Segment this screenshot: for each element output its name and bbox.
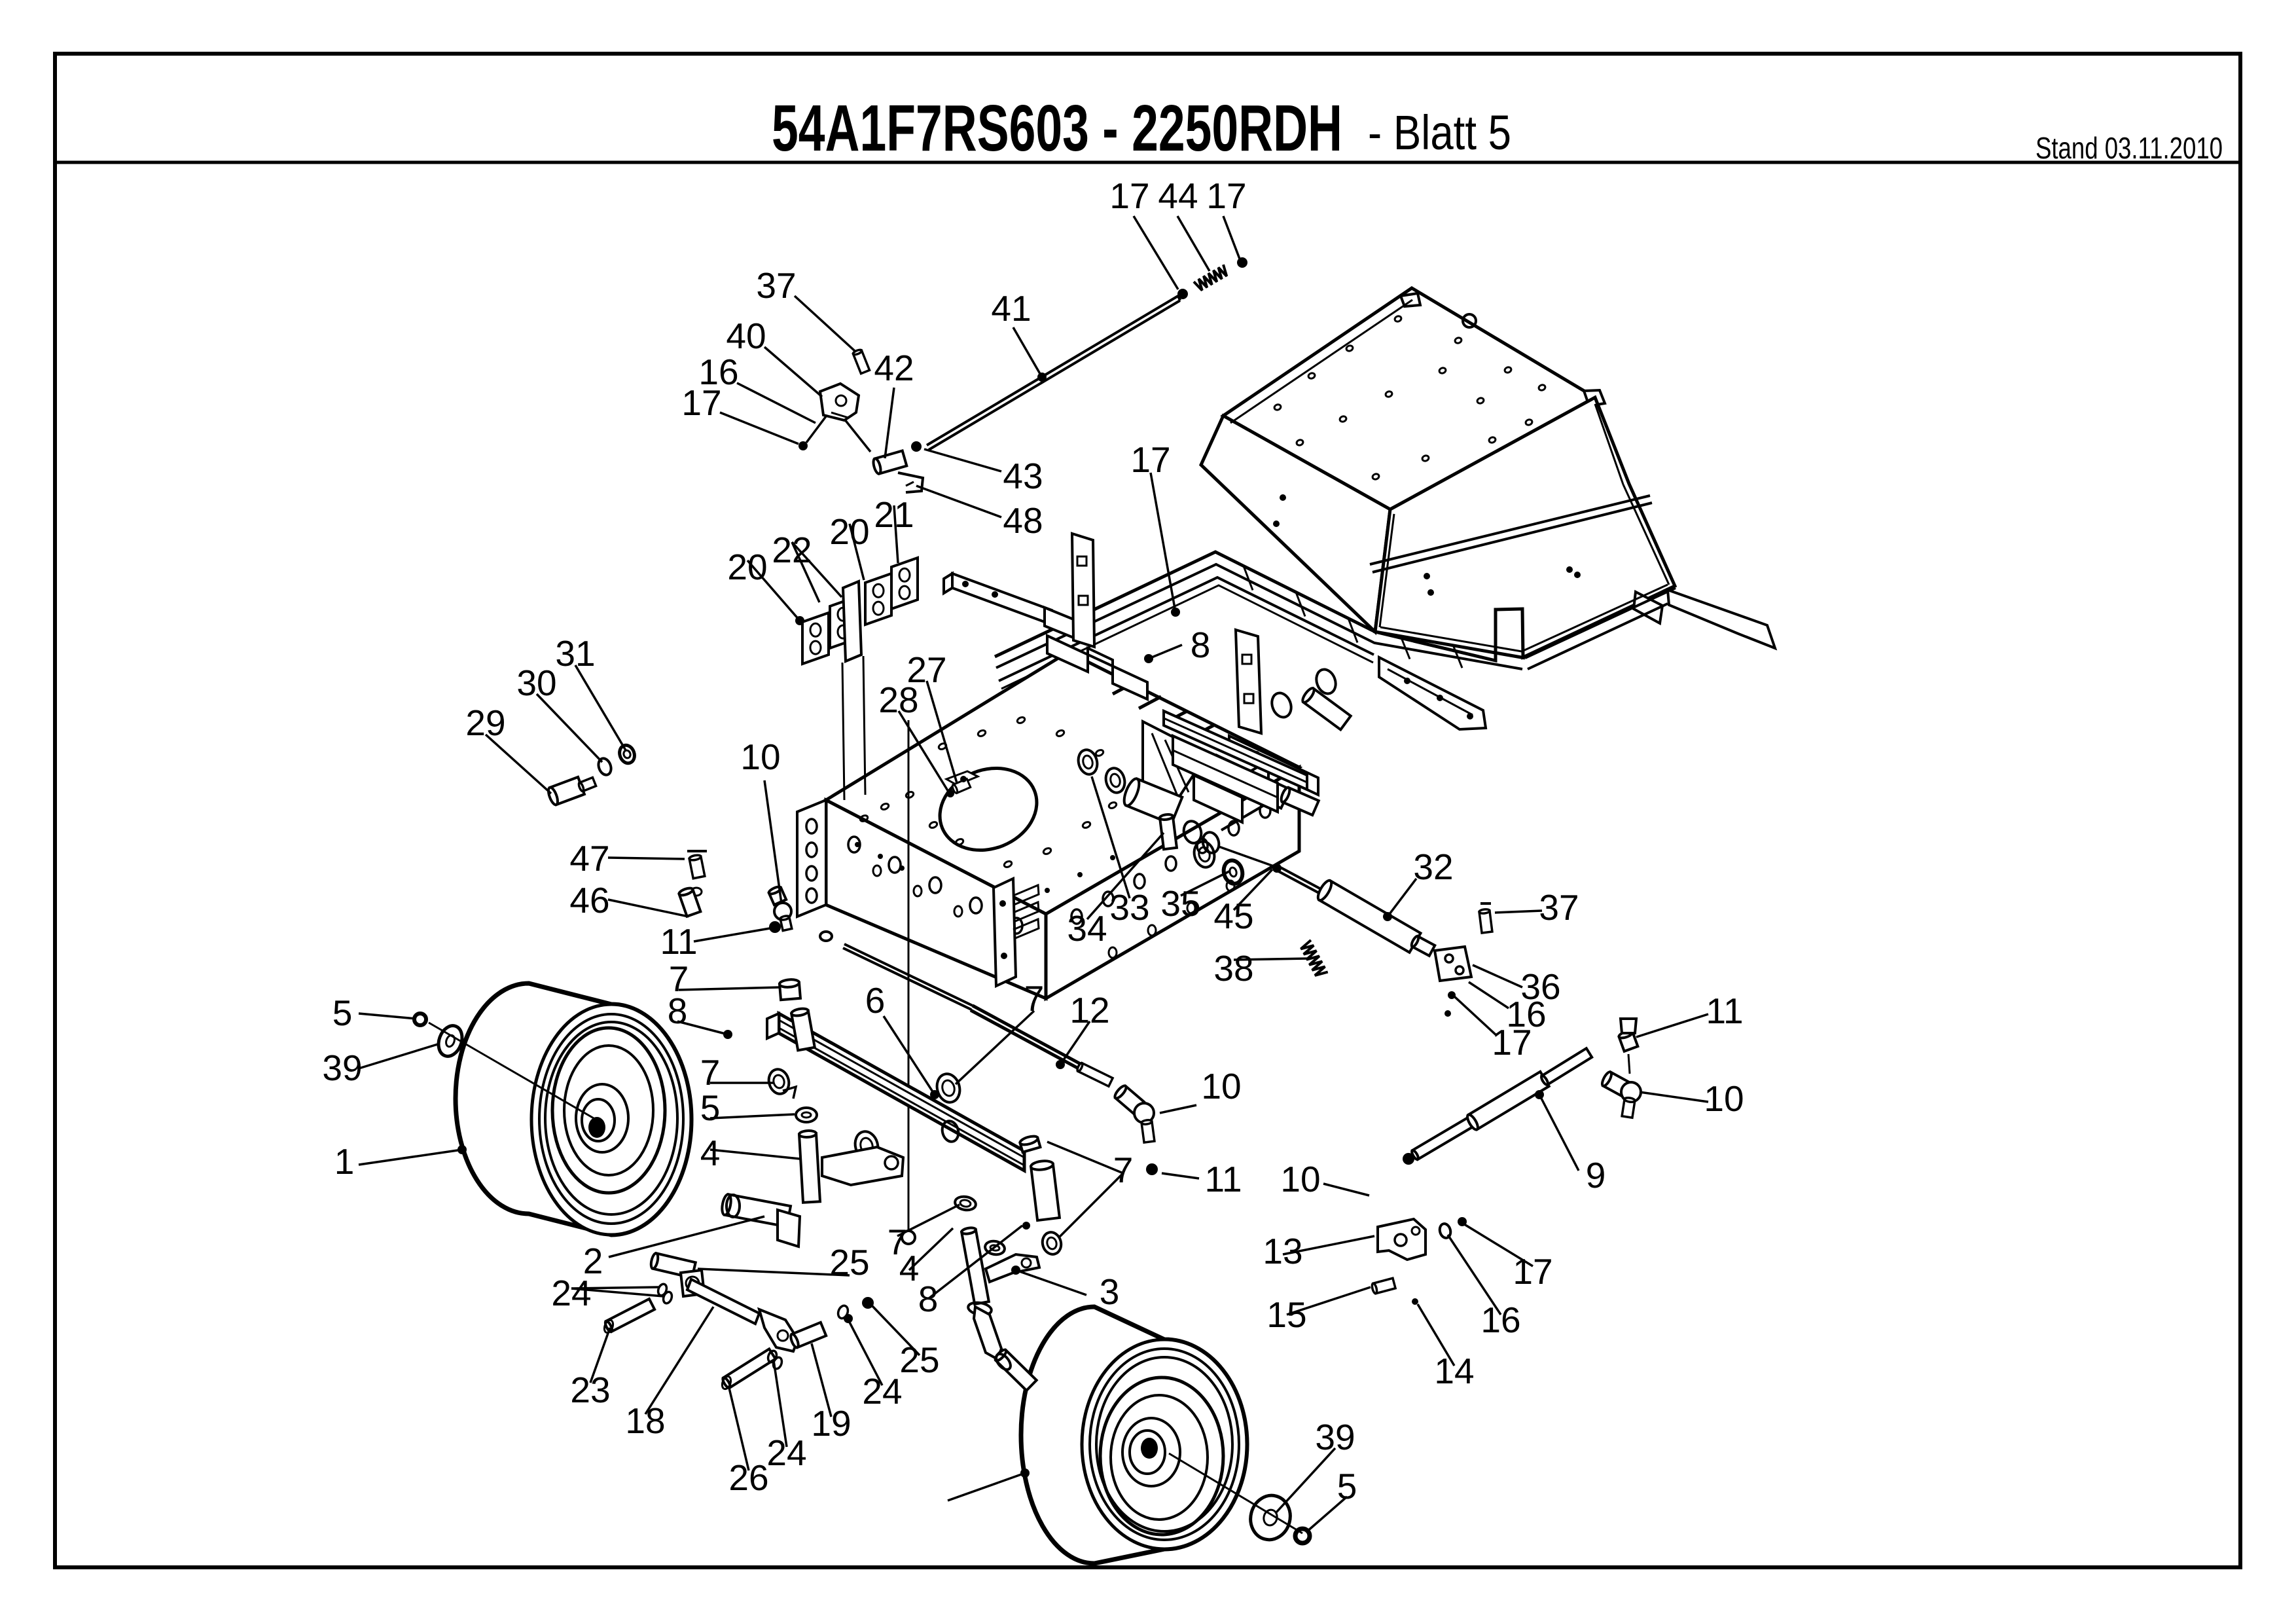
svg-text:39: 39 bbox=[1315, 1417, 1355, 1457]
svg-text:7: 7 bbox=[1113, 1150, 1134, 1190]
svg-text:16: 16 bbox=[698, 352, 738, 392]
svg-text:- Blatt 5: - Blatt 5 bbox=[1368, 105, 1511, 160]
svg-text:8: 8 bbox=[668, 991, 688, 1031]
svg-text:8: 8 bbox=[1191, 625, 1211, 665]
svg-text:27: 27 bbox=[906, 649, 946, 690]
svg-text:10: 10 bbox=[1704, 1078, 1744, 1119]
svg-text:23: 23 bbox=[570, 1370, 610, 1410]
svg-text:38: 38 bbox=[1213, 948, 1253, 989]
svg-text:11: 11 bbox=[660, 921, 697, 962]
svg-text:28: 28 bbox=[878, 680, 918, 720]
svg-text:7: 7 bbox=[700, 1052, 721, 1093]
svg-text:24: 24 bbox=[551, 1273, 591, 1313]
svg-text:34: 34 bbox=[1067, 908, 1107, 949]
svg-text:42: 42 bbox=[874, 348, 914, 388]
svg-text:48: 48 bbox=[1003, 500, 1043, 541]
svg-text:24: 24 bbox=[862, 1371, 902, 1412]
svg-text:17: 17 bbox=[1109, 175, 1149, 216]
svg-text:8: 8 bbox=[918, 1279, 939, 1319]
svg-text:39: 39 bbox=[322, 1048, 362, 1088]
svg-text:9: 9 bbox=[1586, 1155, 1606, 1195]
svg-text:14: 14 bbox=[1434, 1351, 1474, 1391]
svg-text:46: 46 bbox=[569, 880, 609, 921]
svg-text:3: 3 bbox=[1100, 1271, 1120, 1312]
svg-text:35: 35 bbox=[1160, 883, 1200, 924]
svg-text:32: 32 bbox=[1413, 847, 1453, 887]
svg-text:17: 17 bbox=[1492, 1022, 1532, 1063]
svg-text:17: 17 bbox=[681, 382, 721, 423]
svg-text:6: 6 bbox=[865, 980, 886, 1021]
svg-text:37: 37 bbox=[756, 265, 796, 306]
svg-text:19: 19 bbox=[811, 1403, 851, 1444]
svg-text:7: 7 bbox=[669, 958, 689, 999]
svg-text:41: 41 bbox=[991, 288, 1031, 329]
svg-text:17: 17 bbox=[1513, 1251, 1552, 1292]
svg-text:26: 26 bbox=[728, 1457, 768, 1498]
svg-text:Stand 03.11.2010: Stand 03.11.2010 bbox=[2036, 131, 2223, 165]
svg-text:20: 20 bbox=[829, 511, 869, 552]
svg-text:16: 16 bbox=[1480, 1300, 1520, 1340]
svg-text:4: 4 bbox=[700, 1133, 721, 1173]
svg-text:36: 36 bbox=[1520, 966, 1560, 1007]
svg-text:31: 31 bbox=[555, 633, 595, 674]
svg-text:29: 29 bbox=[465, 702, 505, 743]
svg-text:21: 21 bbox=[874, 494, 914, 535]
svg-text:7: 7 bbox=[888, 1222, 908, 1262]
svg-text:7: 7 bbox=[1024, 978, 1045, 1019]
svg-text:54A1F7RS603 - 2250RDH: 54A1F7RS603 - 2250RDH bbox=[772, 92, 1342, 165]
svg-text:24: 24 bbox=[766, 1432, 806, 1473]
svg-text:1: 1 bbox=[334, 1141, 355, 1182]
svg-text:37: 37 bbox=[1539, 887, 1579, 928]
svg-text:30: 30 bbox=[516, 663, 556, 703]
svg-text:10: 10 bbox=[1280, 1159, 1320, 1199]
svg-text:25: 25 bbox=[829, 1242, 869, 1283]
svg-text:17: 17 bbox=[1206, 175, 1246, 216]
svg-text:10: 10 bbox=[740, 737, 780, 777]
svg-text:12: 12 bbox=[1069, 990, 1109, 1030]
svg-text:11: 11 bbox=[1706, 991, 1743, 1031]
svg-text:43: 43 bbox=[1003, 456, 1043, 496]
svg-text:5: 5 bbox=[700, 1087, 721, 1128]
svg-text:33: 33 bbox=[1109, 887, 1149, 928]
svg-text:45: 45 bbox=[1213, 896, 1253, 936]
svg-text:2: 2 bbox=[583, 1241, 603, 1281]
svg-text:20: 20 bbox=[727, 547, 767, 587]
svg-text:17: 17 bbox=[1130, 439, 1170, 480]
svg-text:11: 11 bbox=[1204, 1159, 1242, 1199]
svg-text:40: 40 bbox=[726, 316, 766, 356]
svg-text:22: 22 bbox=[772, 530, 812, 570]
svg-text:13: 13 bbox=[1263, 1231, 1302, 1271]
svg-text:10: 10 bbox=[1201, 1066, 1241, 1106]
svg-text:16: 16 bbox=[1506, 994, 1546, 1034]
svg-text:44: 44 bbox=[1158, 175, 1198, 216]
svg-text:5: 5 bbox=[1337, 1466, 1357, 1506]
svg-text:18: 18 bbox=[625, 1400, 665, 1441]
svg-text:4: 4 bbox=[899, 1248, 920, 1288]
svg-text:5: 5 bbox=[332, 993, 353, 1033]
svg-text:15: 15 bbox=[1266, 1294, 1306, 1335]
svg-text:25: 25 bbox=[899, 1340, 939, 1380]
svg-text:47: 47 bbox=[569, 838, 609, 879]
